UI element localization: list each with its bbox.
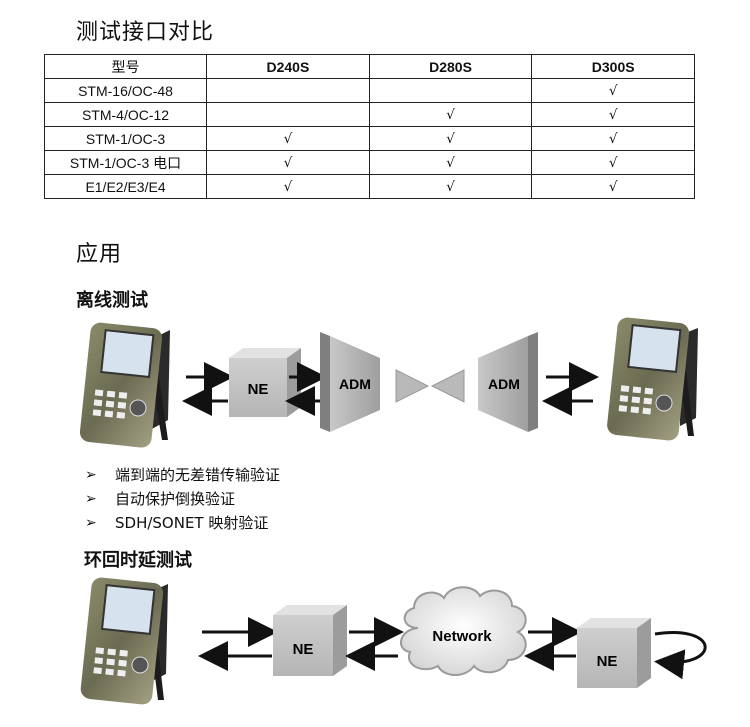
header-model: 型号 <box>43 54 208 79</box>
bullet-arrow-icon: ➢ <box>85 515 97 531</box>
table-row: STM-16/OC-48 √ <box>43 78 695 103</box>
ne-label: NE <box>597 653 618 670</box>
offline-title: 离线测试 <box>76 290 148 311</box>
header-d240s: D240S <box>206 54 370 79</box>
table-row: STM-1/OC-3 电口 √ √ √ <box>43 150 695 175</box>
ne-cube: NE <box>229 348 301 417</box>
cell-d240s <box>206 102 370 127</box>
cell-d240s: √ <box>206 174 370 199</box>
list-item-text: 端到端的无差错传输验证 <box>115 466 281 484</box>
header-d280s: D280S <box>368 54 533 79</box>
cell-d300s: √ <box>531 126 695 151</box>
cell-model: E1/E2/E3/E4 <box>43 174 208 199</box>
cell-model: STM-16/OC-48 <box>43 78 208 103</box>
cell-d280s <box>368 78 533 103</box>
tester-device <box>80 577 168 705</box>
ne-cube: NE <box>273 605 347 676</box>
cell-d300s: √ <box>531 78 695 103</box>
table-row: E1/E2/E3/E4 √ √ √ <box>43 174 695 199</box>
ne-label: NE <box>293 641 314 658</box>
cell-d280s: √ <box>368 102 533 127</box>
tester-device-right <box>607 317 698 441</box>
list-item: ➢ 自动保护倒换验证 <box>85 487 280 511</box>
cell-model: STM-4/OC-12 <box>43 102 208 127</box>
interface-comparison-table: 型号 D240S D280S D300S STM-16/OC-48 √ STM-… <box>43 54 695 199</box>
list-item: ➢ 端到端的无差错传输验证 <box>85 463 280 487</box>
app-title: 应用 <box>76 242 123 267</box>
cell-d300s: √ <box>531 150 695 175</box>
table-header-row: 型号 D240S D280S D300S <box>43 54 695 79</box>
bullet-arrow-icon: ➢ <box>85 467 97 483</box>
cell-d240s <box>206 78 370 103</box>
cell-d300s: √ <box>531 102 695 127</box>
list-item-text: SDH/SONET 映射验证 <box>115 514 269 532</box>
feature-list: ➢ 端到端的无差错传输验证 ➢ 自动保护倒换验证 ➢ SDH/SONET 映射验… <box>85 463 280 535</box>
cell-d280s: √ <box>368 126 533 151</box>
adm-label: ADM <box>339 376 371 392</box>
adm-label: ADM <box>488 376 520 392</box>
list-item-text: 自动保护倒换验证 <box>115 490 236 508</box>
list-item: ➢ SDH/SONET 映射验证 <box>85 511 280 535</box>
compare-title: 测试接口对比 <box>76 20 215 45</box>
ne-cube: NE <box>577 618 651 688</box>
bullet-arrow-icon: ➢ <box>85 491 97 507</box>
cell-model: STM-1/OC-3 电口 <box>43 150 208 175</box>
adm-left: ADM <box>320 332 430 432</box>
cell-d280s: √ <box>368 174 533 199</box>
cell-model: STM-1/OC-3 <box>43 126 208 151</box>
cell-d240s: √ <box>206 126 370 151</box>
loopback-arrow <box>654 631 707 680</box>
offline-test-diagram: NE ADM ADM <box>79 317 698 448</box>
network-label: Network <box>432 628 492 645</box>
table-row: STM-4/OC-12 √ √ <box>43 102 695 127</box>
tester-device-left <box>79 322 170 448</box>
table-row: STM-1/OC-3 √ √ √ <box>43 126 695 151</box>
network-cloud: Network <box>400 586 527 676</box>
cell-d300s: √ <box>531 174 695 199</box>
adm-right: ADM <box>430 332 538 432</box>
cell-d280s: √ <box>368 150 533 175</box>
loop-title: 环回时延测试 <box>84 550 192 571</box>
header-d300s: D300S <box>531 54 695 79</box>
ne-label: NE <box>248 381 269 398</box>
loopback-test-diagram: NE Network NE <box>80 577 707 705</box>
cell-d240s: √ <box>206 150 370 175</box>
